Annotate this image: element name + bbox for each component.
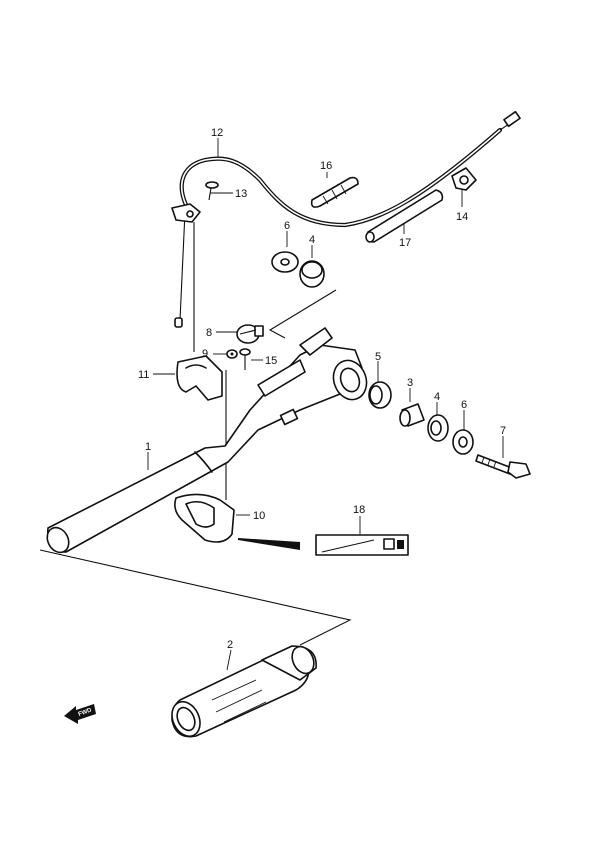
part-2-throttle-grip: [171, 645, 317, 738]
assembly-reference-lines: [39, 222, 352, 646]
callout-6-lower: 6: [461, 399, 467, 411]
leader-lines: [147, 138, 504, 671]
callout-15: 15: [265, 355, 277, 367]
part-16-sleeve: [310, 176, 359, 208]
part-17-tube: [365, 189, 444, 243]
part-9-washer: [226, 349, 238, 359]
part-1-tiller-handle: [46, 327, 368, 554]
callout-17: 17: [399, 237, 411, 249]
callout-2: 2: [227, 639, 233, 651]
callout-14: 14: [456, 211, 468, 223]
callout-12: 12: [211, 127, 223, 139]
callout-8: 8: [206, 327, 212, 339]
part-11-upper-bracket: [176, 355, 223, 401]
callout-16: 16: [320, 160, 332, 172]
callout-labels: 1 2 3 4 4 5 6 6 7 8 9 10 11 12 13 14 15 …: [138, 127, 506, 651]
part-13-screw: [205, 181, 219, 201]
fwd-label: FWD: [78, 707, 94, 718]
part-14-clamp: [451, 167, 477, 191]
callout-10: 10: [253, 510, 265, 522]
callout-13: 13: [235, 188, 247, 200]
callout-1: 1: [145, 441, 151, 453]
callout-18: 18: [353, 504, 365, 516]
part-3-spacer: [399, 403, 425, 427]
part-12-throttle-cable: [171, 110, 521, 328]
part-6-washer-upper: [271, 251, 299, 273]
callout-4-upper: 4: [309, 234, 315, 246]
callout-3: 3: [407, 377, 413, 389]
part-7-pivot-bolt: [475, 454, 531, 479]
part-10-lower-bracket: [174, 493, 235, 543]
part-8-friction-knob: [236, 324, 264, 344]
part-15-bolt: [239, 348, 251, 370]
callout-7: 7: [500, 425, 506, 437]
part-5-collar: [368, 381, 392, 409]
callout-5: 5: [375, 351, 381, 363]
callout-11: 11: [138, 369, 149, 381]
part-4-bushing-upper: [299, 260, 325, 288]
forward-arrow-icon: FWD: [64, 704, 96, 724]
part-18-decal: [238, 534, 409, 556]
callout-6-upper: 6: [284, 220, 290, 232]
callout-4-lower: 4: [434, 391, 440, 403]
callout-9: 9: [202, 348, 208, 360]
part-4-bushing-lower: [427, 414, 449, 442]
part-6-washer-lower: [452, 429, 474, 455]
